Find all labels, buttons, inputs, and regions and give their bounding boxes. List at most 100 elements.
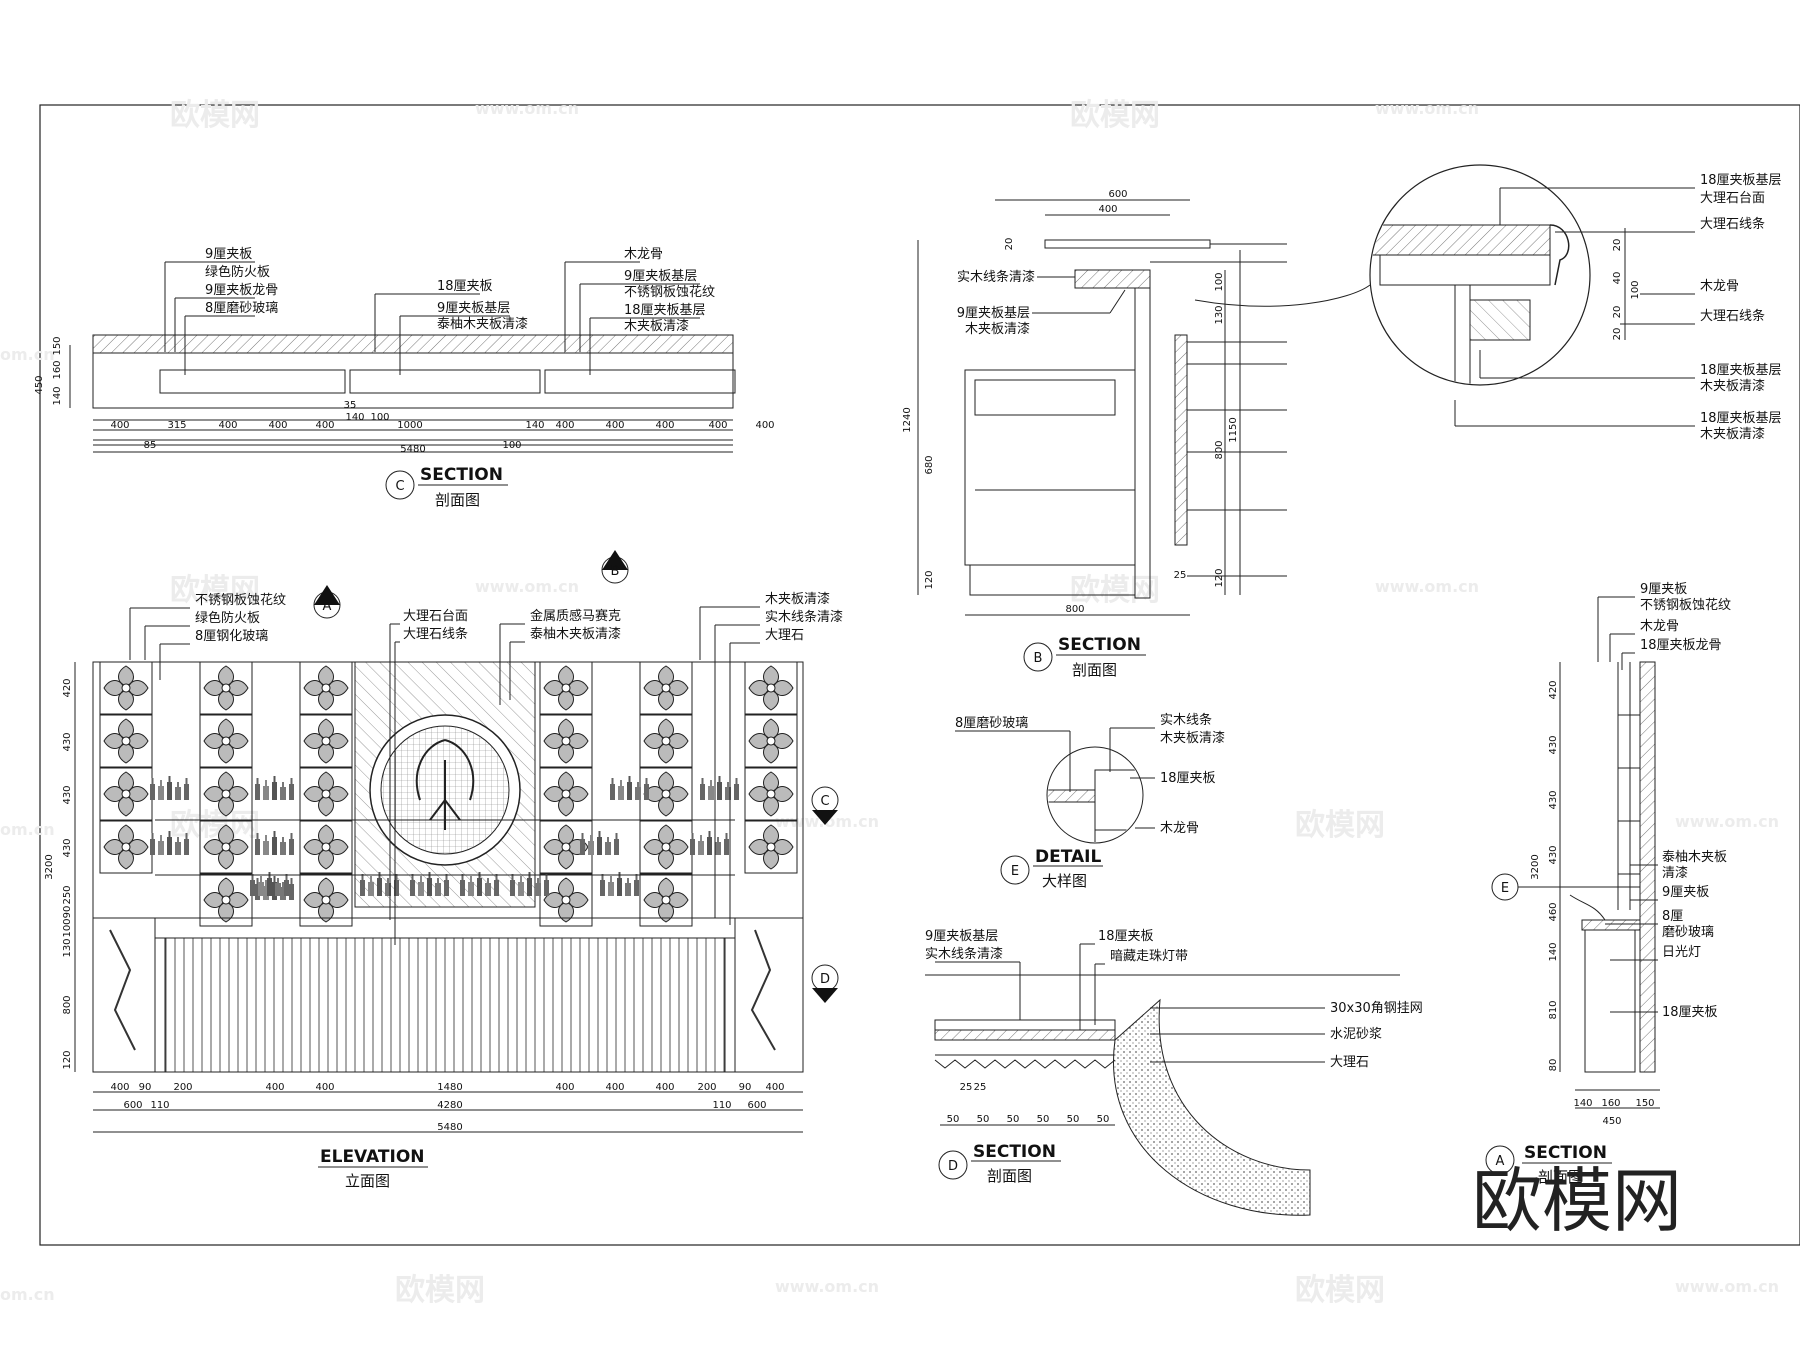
elevation-hdim: 200 bbox=[173, 1082, 192, 1093]
section-b-title: SECTION bbox=[1058, 635, 1141, 655]
section-b-leftlabel: 9厘夹板基层 bbox=[957, 306, 1030, 321]
section-b-innerdim: 100 bbox=[1214, 272, 1225, 291]
elevation-marker-a: A bbox=[313, 585, 341, 619]
detail-circle-dim: 40 bbox=[1612, 272, 1623, 285]
section-c-hdim: 400 bbox=[555, 420, 574, 431]
section-a-vdim: 460 bbox=[1548, 902, 1559, 921]
watermark-brand: 欧模网 bbox=[1070, 573, 1160, 608]
section-a-vdim: 810 bbox=[1548, 1000, 1559, 1019]
section-d: 9厘夹板基层实木线条清漆18厘夹板暗藏走珠灯带30x30角钢挂网水泥砂浆大理石 … bbox=[925, 929, 1423, 1216]
section-d-title: SECTION bbox=[973, 1142, 1056, 1162]
section-c-label: 不锈钢板蚀花纹 bbox=[624, 284, 715, 300]
elevation-label-right: 大理石 bbox=[765, 628, 804, 643]
section-b-dimensions: 600400实木线条清漆9厘夹板基层木夹板清漆20124068012010013… bbox=[902, 189, 1241, 616]
section-c-vdim: 140 bbox=[52, 386, 63, 405]
elevation-hdim2: 600 bbox=[747, 1100, 766, 1111]
section-a-label: 磨砂玻璃 bbox=[1662, 925, 1714, 940]
elevation-vdim: 100 bbox=[62, 918, 73, 937]
elevation-marker-c: C bbox=[811, 786, 839, 825]
section-a-title: SECTION bbox=[1524, 1143, 1607, 1163]
section-c-hdim: 400 bbox=[218, 420, 237, 431]
section-c-title: SECTION bbox=[420, 465, 503, 485]
section-b-vdim: 680 bbox=[924, 455, 935, 474]
section-d-dim: 50 bbox=[977, 1114, 990, 1125]
elevation-marker-b: B bbox=[601, 550, 629, 584]
section-c-labels: 9厘夹板绿色防火板9厘夹板龙骨8厘磨砂玻璃18厘夹板9厘夹板基层泰柚木夹板清漆木… bbox=[164, 247, 715, 375]
section-c-label: 18厘夹板基层 bbox=[624, 303, 706, 318]
section-c-smalldim: 35 bbox=[344, 400, 357, 411]
section-b-subtitle: 剖面图 bbox=[1072, 661, 1117, 679]
section-a-label: 18厘夹板 bbox=[1662, 1005, 1718, 1020]
svg-text:B: B bbox=[611, 564, 620, 579]
detail-e-title: DETAIL bbox=[1035, 847, 1101, 867]
detail-circle-dim: 20 bbox=[1612, 306, 1623, 319]
section-a-vtotal: 3200 bbox=[1530, 854, 1541, 879]
elevation-hdim: 400 bbox=[555, 1082, 574, 1093]
section-d-smalldim: 25 bbox=[960, 1082, 973, 1093]
section-d-marker: D bbox=[948, 1159, 958, 1174]
detail-e-subtitle: 大样图 bbox=[1042, 872, 1087, 890]
section-a-label: 清漆 bbox=[1662, 865, 1688, 881]
section-a-subtitle: 剖面图 bbox=[1538, 1168, 1583, 1186]
section-d-label: 30x30角钢挂网 bbox=[1330, 1001, 1423, 1016]
section-c-label: 泰柚木夹板清漆 bbox=[437, 316, 528, 332]
section-c-label: 木龙骨 bbox=[624, 247, 663, 262]
elevation-hdim: 400 bbox=[655, 1082, 674, 1093]
section-c-label: 绿色防火板 bbox=[205, 264, 270, 280]
section-c-total: 5480 bbox=[400, 444, 425, 455]
watermark-brand: 欧模网 bbox=[170, 573, 260, 608]
detail-circle-dim: 20 bbox=[1612, 239, 1623, 252]
section-a-hdim: 140 bbox=[1573, 1098, 1592, 1109]
elevation-label-mid: 大理石线条 bbox=[403, 626, 468, 642]
detail-circle-labels: 18厘夹板基层大理石台面大理石线条木龙骨大理石线条18厘夹板基层木夹板清漆18厘… bbox=[1454, 173, 1782, 442]
detail-circle-label: 木龙骨 bbox=[1700, 279, 1739, 294]
watermark-brand: 欧模网 bbox=[1295, 1273, 1385, 1308]
section-d-label: 18厘夹板 bbox=[1098, 929, 1154, 944]
elevation-hdim: 1480 bbox=[437, 1082, 462, 1093]
section-c-label: 8厘磨砂玻璃 bbox=[205, 301, 278, 316]
section-d-label: 水泥砂浆 bbox=[1330, 1027, 1382, 1042]
section-c-hdim: 315 bbox=[167, 420, 186, 431]
section-c-smalldim: 100 bbox=[370, 412, 389, 423]
section-b: 600400实木线条清漆9厘夹板基层木夹板清漆20124068012010013… bbox=[902, 189, 1287, 679]
elevation-marker-d: D bbox=[811, 964, 839, 1003]
elevation-label-mid: 泰柚木夹板清漆 bbox=[530, 626, 621, 642]
watermark-url: www.om.cn bbox=[1375, 99, 1479, 118]
elevation-label-right: 木夹板清漆 bbox=[765, 591, 830, 607]
section-c-label: 18厘夹板 bbox=[437, 279, 493, 294]
elevation-hdim: 400 bbox=[765, 1082, 784, 1093]
watermark-url: www.om.cn bbox=[1375, 577, 1479, 596]
section-c-hdim: 400 bbox=[268, 420, 287, 431]
section-b-topdim: 400 bbox=[1098, 204, 1117, 215]
section-c-label: 木夹板清漆 bbox=[624, 318, 689, 334]
elevation-subtitle: 立面图 bbox=[345, 1172, 390, 1190]
elevation-vdim: 250 bbox=[62, 885, 73, 904]
elevation-total: 5480 bbox=[437, 1122, 462, 1133]
section-b-bottomdim: 800 bbox=[1065, 604, 1084, 615]
elevation-label-right: 实木线条清漆 bbox=[765, 609, 843, 625]
elevation-vdim: 120 bbox=[62, 1050, 73, 1069]
section-d-dim: 50 bbox=[1097, 1114, 1110, 1125]
section-c-subtitle: 剖面图 bbox=[435, 491, 480, 509]
section-d-dim: 50 bbox=[1037, 1114, 1050, 1125]
elevation-title: ELEVATION bbox=[320, 1147, 425, 1167]
section-b-innerdim: 25 bbox=[1174, 570, 1187, 581]
section-b-innerdim: 800 bbox=[1214, 440, 1225, 459]
detail-e-label: 木龙骨 bbox=[1160, 821, 1199, 836]
elevation-label-mid: 大理石台面 bbox=[403, 609, 468, 624]
section-b-leftlabel: 木夹板清漆 bbox=[965, 321, 1030, 337]
section-d-dim: 50 bbox=[1007, 1114, 1020, 1125]
section-a-vdim: 430 bbox=[1548, 735, 1559, 754]
elevation-vdim: 430 bbox=[62, 785, 73, 804]
section-c-label: 9厘夹板 bbox=[205, 247, 252, 262]
section-b-labels bbox=[1150, 243, 1287, 577]
detail-e-label: 18厘夹板 bbox=[1160, 771, 1216, 786]
detail-e-labels: 8厘磨砂玻璃实木线条木夹板清漆18厘夹板木龙骨 bbox=[955, 712, 1225, 836]
section-a-hdim: 150 bbox=[1635, 1098, 1654, 1109]
watermark-url-short: om.cn bbox=[0, 345, 55, 364]
watermark-url: www.om.cn bbox=[1675, 1277, 1779, 1296]
section-c-marker: C bbox=[395, 479, 404, 494]
